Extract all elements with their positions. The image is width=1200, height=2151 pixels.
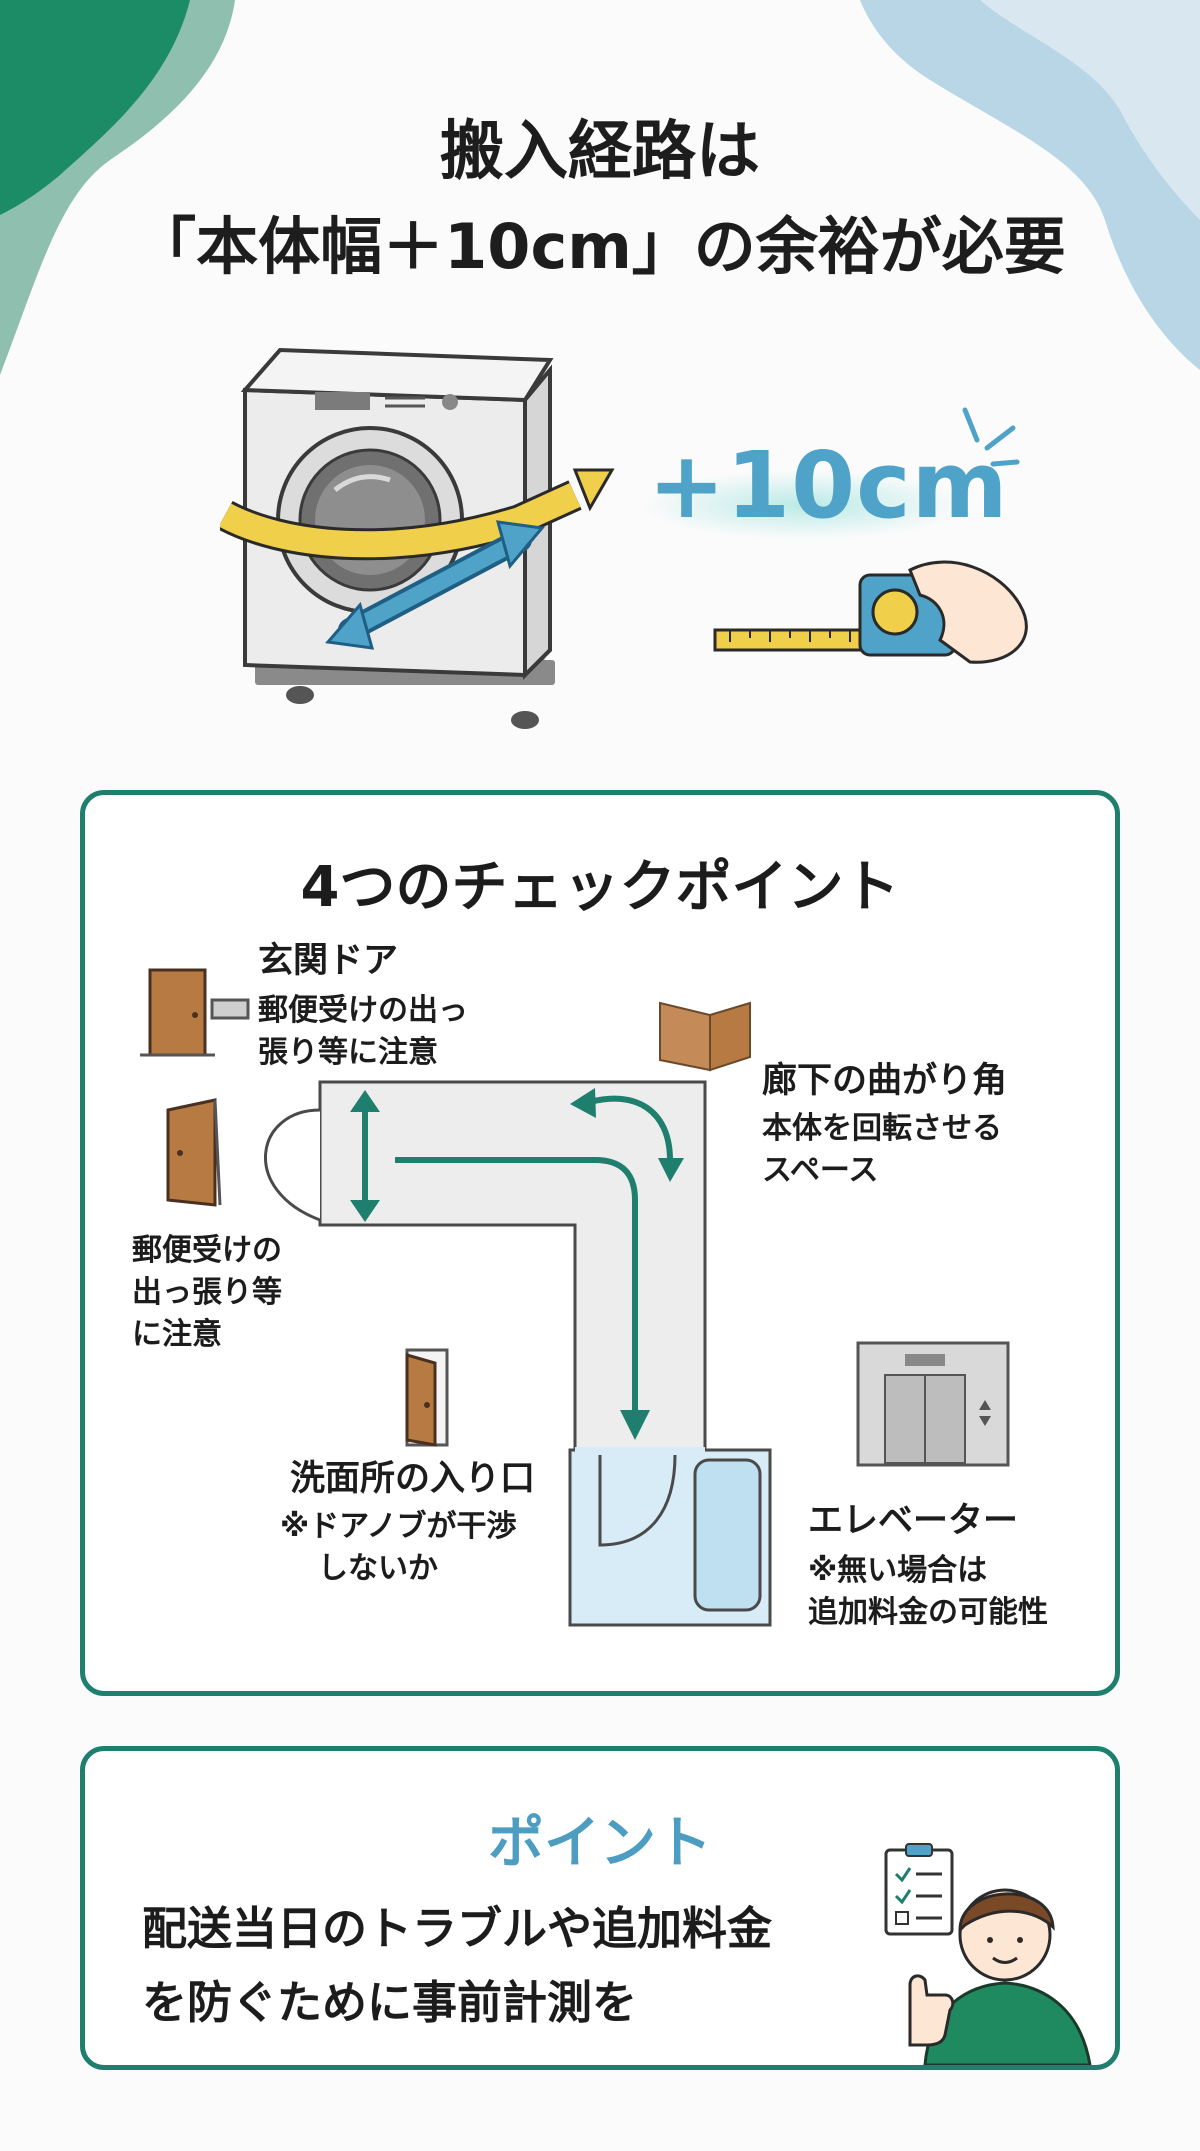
route-arrow-icon bbox=[395, 1157, 638, 1415]
corner-note-line1: 本体を回転させる bbox=[762, 1111, 1002, 1146]
checkpoints-title: 4つのチェックポイント bbox=[300, 855, 900, 920]
entrance-note-line1: 郵便受けの出っ bbox=[258, 993, 468, 1028]
width-arrow-icon bbox=[350, 1090, 380, 1222]
elevator-note-line2: 追加料金の可能性 bbox=[808, 1595, 1048, 1630]
top-left-blob-dark bbox=[0, 0, 190, 215]
point-line1: 配送当日のトラブルや追加料金 bbox=[142, 1902, 773, 1955]
entrance-door-icon bbox=[140, 968, 250, 1057]
elevator-icon bbox=[856, 1341, 1010, 1467]
washroom-note-line2: しないか bbox=[318, 1551, 438, 1586]
tape-measure-hand-icon bbox=[713, 560, 1028, 664]
background-decoration bbox=[0, 0, 1200, 375]
washing-machine-illustration bbox=[220, 347, 615, 729]
corner-label: 廊下の曲がり角 bbox=[762, 1061, 1008, 1101]
corner-note-line2: スペース bbox=[762, 1153, 879, 1188]
rotate-arrow-icon bbox=[589, 1095, 673, 1161]
margin-label: +10cm bbox=[648, 432, 1009, 539]
elevator-label: エレベーター bbox=[808, 1501, 1019, 1541]
side-note-line3: に注意 bbox=[132, 1317, 222, 1352]
point-line2: を防ぐために事前計測を bbox=[142, 1976, 638, 2029]
floor-plan-diagram bbox=[264, 1080, 772, 1627]
entrance-note-line2: 張り等に注意 bbox=[258, 1035, 438, 1070]
page-title-line2: 「本体幅＋10cm」の余裕が必要 bbox=[134, 210, 1066, 283]
point-title: ポイント bbox=[488, 1811, 712, 1876]
washroom-label: 洗面所の入り口 bbox=[290, 1459, 536, 1499]
sparkle-icon bbox=[962, 407, 1020, 467]
person-thumbs-up-icon bbox=[908, 1888, 1092, 2065]
side-note-line1: 郵便受けの bbox=[132, 1233, 282, 1268]
page-title-line1: 搬入経路は bbox=[440, 115, 760, 189]
washroom-note-line1: ※ドアノブが干渉 bbox=[280, 1509, 517, 1544]
entrance-open-door-icon bbox=[166, 1098, 222, 1207]
label-glow bbox=[640, 470, 970, 540]
checklist-icon bbox=[884, 1843, 954, 1936]
elevator-note-line1: ※無い場合は bbox=[808, 1553, 988, 1588]
corridor-corner-icon bbox=[659, 1001, 751, 1072]
side-note-line2: 出っ張り等 bbox=[132, 1275, 282, 1310]
top-right-blob-light bbox=[980, 0, 1200, 220]
washroom-door-icon bbox=[405, 1348, 449, 1447]
entrance-label: 玄関ドア bbox=[258, 941, 399, 981]
